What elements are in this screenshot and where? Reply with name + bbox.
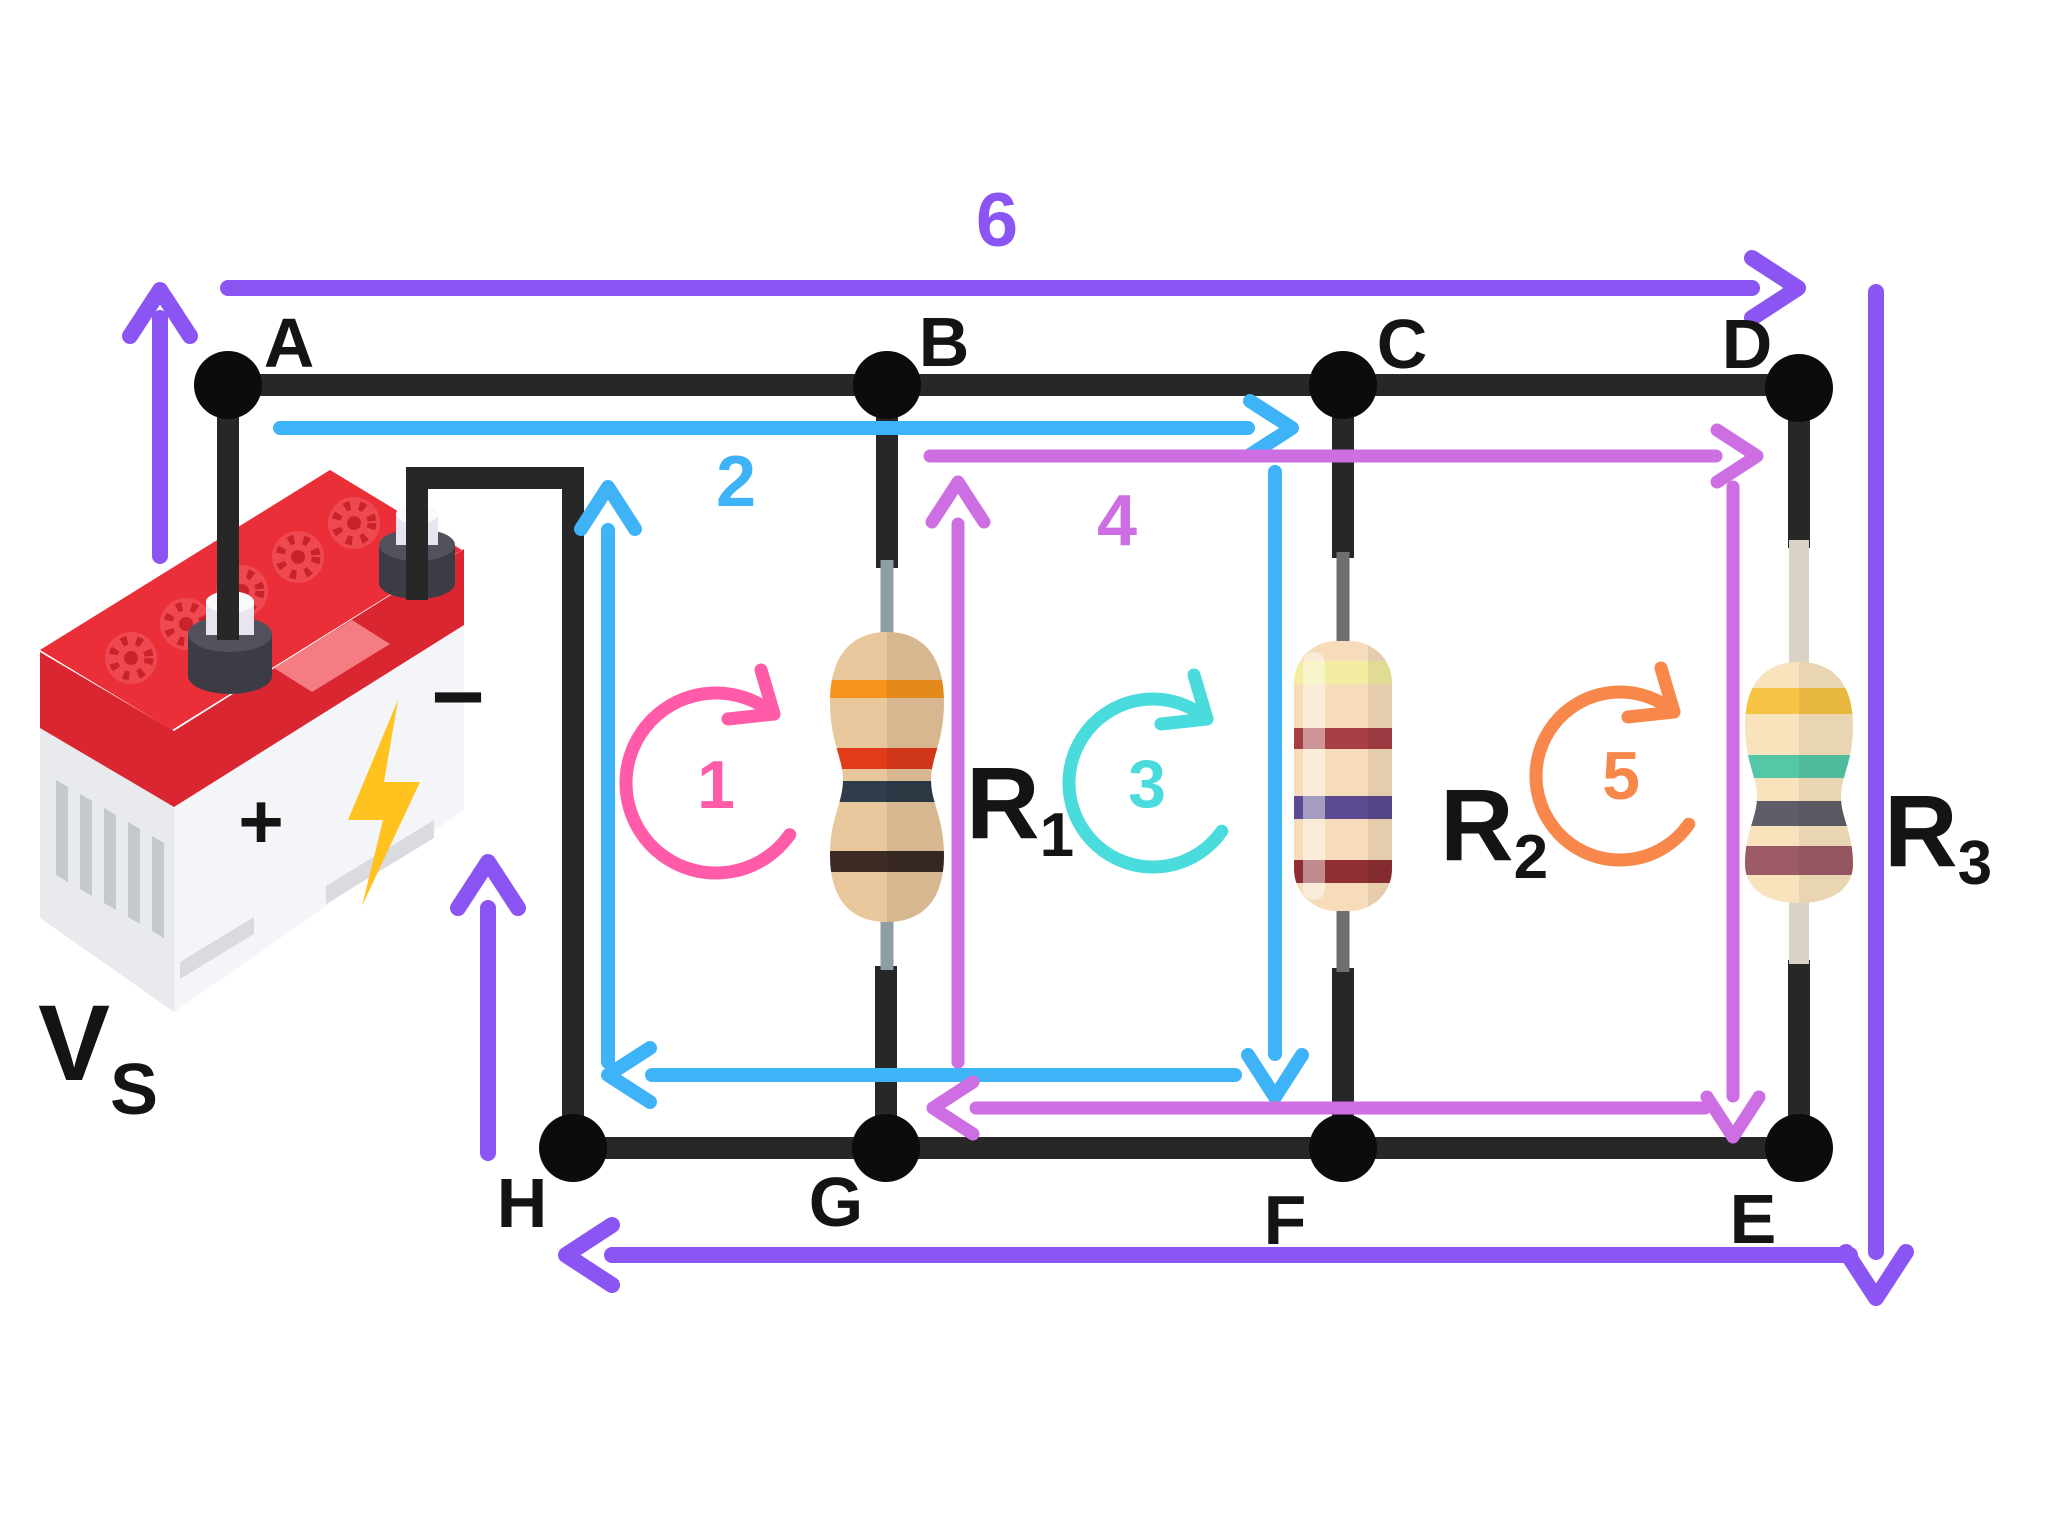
node-a-label: A <box>264 304 315 382</box>
loop-6-label: 6 <box>976 178 1018 263</box>
loop-2-arrow <box>273 394 1309 1109</box>
loop-2-left-arrowhead-icon <box>601 1041 657 1109</box>
loop-6-down-arrowhead-icon <box>1838 1244 1914 1306</box>
battery-voltage-label: VS <box>38 982 158 1130</box>
loop-1-label: 1 <box>697 747 735 823</box>
node-labels: A B C D E F G H <box>264 303 1777 1259</box>
resistor-r1-label: R1 <box>966 746 1074 870</box>
node-f-label: F <box>1264 1181 1307 1259</box>
resistor-r2-band-2 <box>1294 728 1392 749</box>
resistor-r2-band-4 <box>1294 860 1392 883</box>
node-b <box>853 351 921 419</box>
node-c-label: C <box>1377 305 1428 383</box>
node-d-label: D <box>1722 305 1773 383</box>
loop-3-arc <box>1062 692 1229 874</box>
loop-1-arrowhead-icon <box>721 663 781 726</box>
node-h-label: H <box>497 1164 548 1242</box>
loop-6-right-arrowhead-icon <box>1744 250 1806 326</box>
loop-6-up-arrowhead-icon <box>122 282 198 344</box>
loop-2-right-arrowhead-icon <box>1243 394 1299 462</box>
resistor-r2-band-3 <box>1294 796 1392 819</box>
resistor-r3-band-3 <box>1745 801 1853 826</box>
battery-lid-side <box>40 549 464 807</box>
loop-5-label: 5 <box>1602 738 1640 814</box>
loop-3-arrowhead-icon <box>1154 668 1214 731</box>
loop-5-arc <box>1529 685 1696 867</box>
lightning-bolt-icon <box>348 700 420 906</box>
node-b-label: B <box>919 303 970 381</box>
loop-4-down-arrowhead-icon <box>1700 1090 1766 1144</box>
loop-5-circle-arrow <box>1529 661 1696 867</box>
loop-6-battery-arrowhead-icon <box>450 854 526 916</box>
loop-4-left-arrowhead-icon <box>926 1075 980 1141</box>
node-c <box>1309 351 1377 419</box>
node-g <box>852 1114 920 1182</box>
resistor-r2-highlight <box>1303 652 1325 900</box>
resistor-r1-band-1 <box>830 680 944 698</box>
loop-3-label: 3 <box>1128 746 1166 822</box>
wire-negative-to-H <box>406 467 584 1148</box>
loop-6-arrow <box>122 250 1914 1306</box>
loop-1-circle-arrow <box>619 663 797 880</box>
battery-vent-slots <box>56 780 164 938</box>
resistor-r3-band-1 <box>1745 688 1853 714</box>
resistor-r3-band-2 <box>1745 755 1853 778</box>
resistor-r2-shade <box>1368 641 1392 911</box>
resistor-r1-shade <box>887 632 944 922</box>
node-g-label: G <box>809 1163 863 1241</box>
battery-plus-sign: + <box>238 777 284 865</box>
battery-icon: + − <box>40 470 485 1012</box>
battery-label-stripe <box>274 620 390 692</box>
resistor-r3-icon <box>1745 540 1853 964</box>
component-labels: R1 R2 R3 VS <box>38 746 1992 1130</box>
loop-2-up-arrowhead-icon <box>574 480 642 536</box>
circuit-nodes <box>194 351 1833 1182</box>
node-a <box>194 351 262 419</box>
resistor-r3-shade <box>1799 662 1853 903</box>
resistor-r1-band-2 <box>830 748 944 769</box>
loop-6-left-arrowhead-icon <box>558 1217 620 1293</box>
loop-4-up-arrowhead-icon <box>925 475 991 529</box>
loop-4-label: 4 <box>1097 481 1137 561</box>
resistor-r3-label: R3 <box>1884 774 1992 898</box>
loop-1-arc <box>619 686 797 880</box>
node-e <box>1765 1114 1833 1182</box>
node-f <box>1309 1114 1377 1182</box>
resistor-r3-body <box>1745 662 1853 903</box>
battery-minus-sign: − <box>431 646 485 748</box>
node-d <box>1765 354 1833 422</box>
loop-3-circle-arrow <box>1062 668 1229 874</box>
resistor-r1-body <box>830 632 944 922</box>
resistor-r1-band-4 <box>830 851 944 872</box>
node-h <box>539 1114 607 1182</box>
resistor-r1-icon <box>830 560 944 970</box>
loop-5-arrowhead-icon <box>1621 661 1681 724</box>
node-e-label: E <box>1730 1180 1777 1258</box>
resistor-r2-icon <box>1294 552 1392 972</box>
resistor-r2-body <box>1294 641 1392 911</box>
loop-4-right-arrowhead-icon <box>1710 423 1764 489</box>
resistor-r2-label: R2 <box>1440 768 1548 892</box>
resistor-r1-band-3 <box>830 781 944 802</box>
loop-4-arrow <box>923 423 1766 1144</box>
resistor-r2-band-1 <box>1294 661 1392 684</box>
loop-2-down-arrowhead-icon <box>1241 1048 1309 1104</box>
loop-2-label: 2 <box>716 442 756 522</box>
resistor-r3-band-4 <box>1745 846 1853 875</box>
